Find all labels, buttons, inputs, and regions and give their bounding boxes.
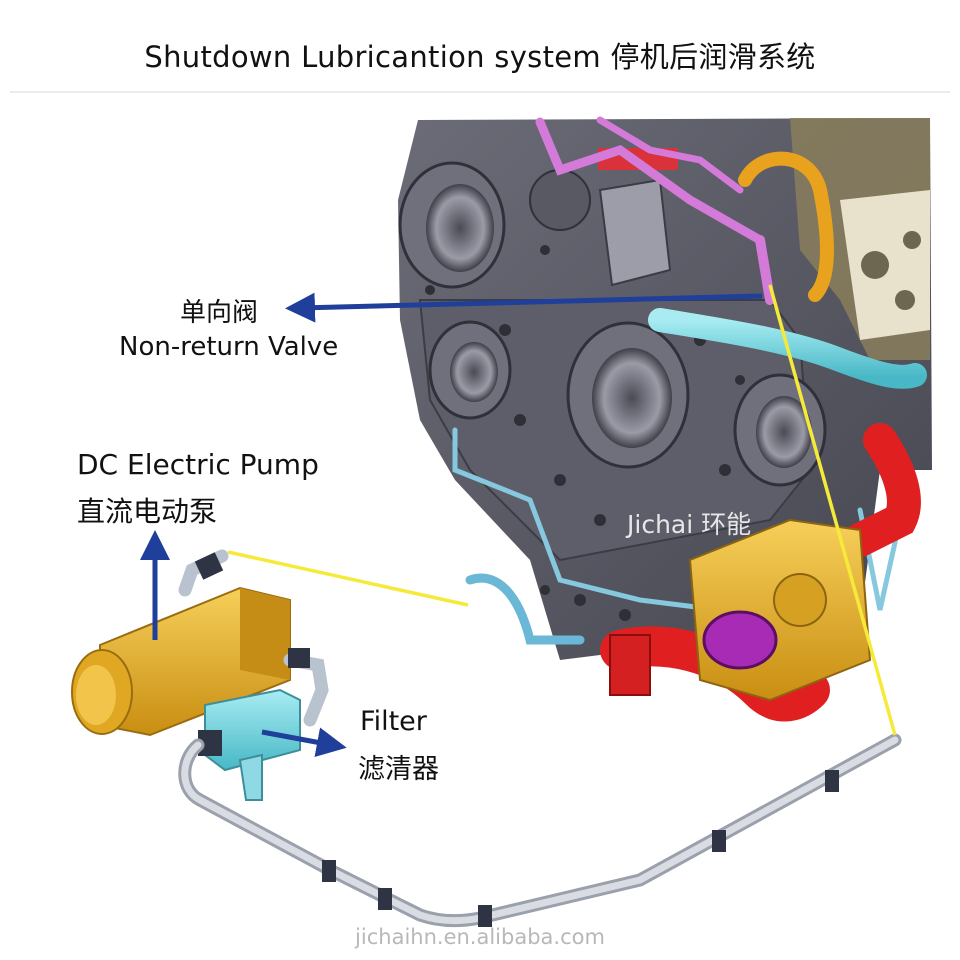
- pump-fittings: [178, 549, 329, 727]
- filter-label-en: Filter: [360, 706, 427, 737]
- callout-arrows: [140, 292, 763, 758]
- engine-block: [398, 118, 932, 660]
- engine-oil-pump: [688, 518, 872, 702]
- dc-pump-label-cn: 直流电动泵: [77, 495, 218, 528]
- return-pipe: [178, 733, 902, 928]
- non-return-valve-label-cn: 单向阀: [180, 298, 259, 328]
- filter-arrow: [261, 727, 347, 758]
- filter-body: [198, 688, 301, 801]
- page-title: Shutdown Lubricantion system 停机后润滑系统: [144, 40, 816, 74]
- filter-label-cn: 滤清器: [358, 754, 439, 785]
- valve-arrow: [285, 292, 763, 323]
- leader-lines: [227, 284, 897, 736]
- dc-pump-label-en: DC Electric Pump: [77, 448, 319, 481]
- site-watermark: jichaihn.en.alibaba.com: [355, 925, 605, 949]
- watermark: Jichai 环能: [627, 510, 752, 539]
- non-return-valve-label-en: Non-return Valve: [119, 332, 339, 362]
- title-divider: [10, 91, 950, 93]
